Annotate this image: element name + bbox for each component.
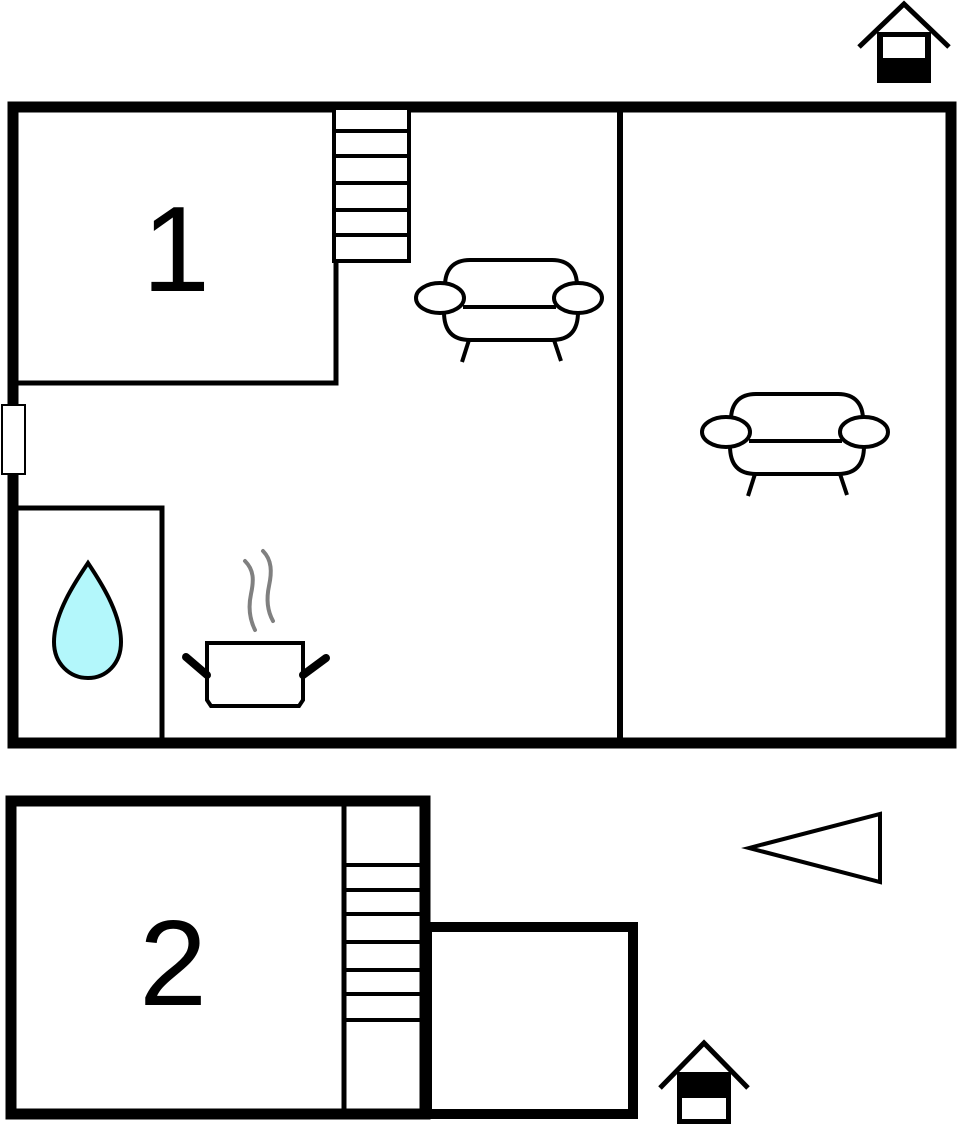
room-1: 1 [13, 181, 339, 386]
water-drop-icon [51, 559, 124, 681]
lower-building: 2 [5, 795, 638, 1120]
bathroom [13, 505, 165, 743]
cooking-pot-icon [182, 549, 330, 708]
sofa-icon-2 [700, 392, 890, 497]
window-icon [1, 404, 26, 475]
entrance-house-icon-top [857, 0, 951, 83]
upper-building: 1 [1, 101, 957, 749]
staircase-upper-icon [332, 106, 411, 263]
outer-wall-lower [5, 795, 431, 1120]
sofa-icon-1 [414, 258, 604, 363]
annex-wall [422, 922, 638, 1119]
staircase-lower-icon [344, 863, 420, 1022]
north-arrow-icon [741, 811, 882, 885]
entrance-house-icon-bottom [658, 1039, 750, 1124]
room-label-2: 2 [139, 895, 207, 1031]
room-label-1: 1 [142, 181, 210, 317]
